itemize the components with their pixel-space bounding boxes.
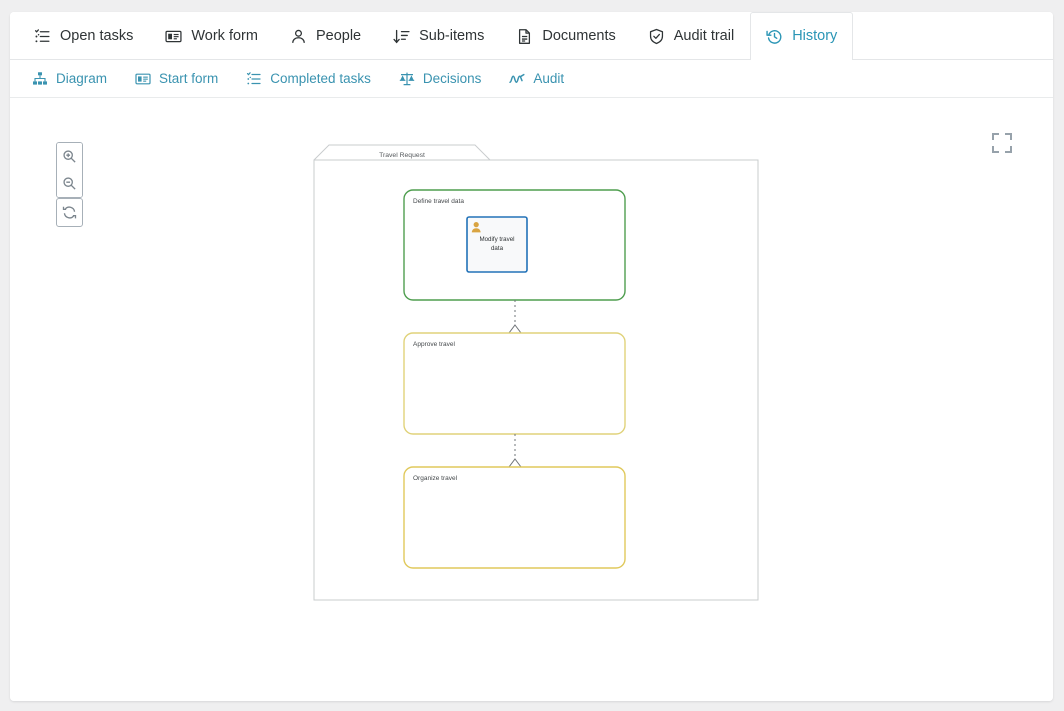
pool-label: Travel Request (379, 152, 425, 159)
stage-organize-travel (403, 466, 626, 569)
shield-check-icon (648, 28, 665, 45)
tab-open-tasks[interactable]: Open tasks (18, 12, 149, 60)
reset-zoom-button[interactable] (57, 199, 82, 226)
subtab-label: Audit (533, 71, 565, 86)
task-label-line1: Modify travel (479, 236, 514, 243)
diagram-canvas[interactable]: Travel Request Define travel data Modify… (10, 98, 1053, 701)
subtab-label: Completed tasks (270, 71, 371, 86)
fullscreen-icon (992, 133, 1012, 153)
stage-label: Approve travel (413, 341, 455, 348)
subtab-label: Decisions (422, 71, 482, 86)
pool-tab-shape (313, 144, 491, 161)
tab-sub-items[interactable]: Sub-items (377, 12, 500, 60)
tab-label: History (792, 28, 838, 45)
zoom-in-icon (63, 150, 76, 163)
reset-refresh-icon (62, 206, 77, 219)
bpmn-diagram[interactable]: Travel Request Define travel data Modify… (303, 143, 773, 633)
subtab-diagram[interactable]: Diagram (18, 60, 121, 97)
pulse-squiggle-icon (509, 71, 525, 87)
tab-label: Sub-items (419, 28, 485, 45)
primary-tabbar: Open tasks Work form People (10, 12, 1053, 60)
form-card-icon (135, 71, 151, 87)
stage-approve-travel (403, 332, 626, 435)
subtab-completed-tasks[interactable]: Completed tasks (232, 60, 385, 97)
form-card-icon (165, 28, 182, 45)
stage-label: Organize travel (413, 475, 458, 482)
scales-icon (399, 71, 415, 87)
subtab-start-form[interactable]: Start form (121, 60, 232, 97)
document-icon (516, 28, 533, 45)
tab-documents[interactable]: Documents (500, 12, 631, 60)
tab-label: Audit trail (673, 28, 735, 45)
person-icon (290, 28, 307, 45)
stage-label: Define travel data (413, 198, 464, 205)
tab-label: Documents (542, 28, 616, 45)
checklist-icon (246, 71, 262, 87)
tab-people[interactable]: People (274, 12, 377, 60)
fullscreen-button[interactable] (991, 132, 1013, 154)
tab-audit-trail[interactable]: Audit trail (632, 12, 750, 60)
tab-history[interactable]: History (750, 12, 854, 60)
sort-descending-icon (393, 28, 410, 45)
secondary-tabbar: Diagram Start form (10, 60, 1053, 98)
tab-label: Open tasks (60, 28, 134, 45)
task-label-line2: data (491, 245, 504, 252)
subtab-label: Diagram (56, 71, 108, 86)
tab-label: Work form (191, 28, 258, 45)
zoom-control-group (56, 142, 83, 198)
zoom-out-button[interactable] (57, 170, 82, 197)
tab-label: People (315, 28, 362, 45)
sitemap-icon (32, 71, 48, 87)
tab-work-form[interactable]: Work form (149, 12, 274, 60)
zoom-in-button[interactable] (57, 143, 82, 170)
reset-control-group (56, 198, 83, 227)
history-clock-icon (766, 28, 783, 45)
zoom-out-icon (63, 177, 76, 190)
user-task-icon (471, 222, 481, 233)
subtab-decisions[interactable]: Decisions (385, 60, 496, 97)
checklist-icon (34, 28, 51, 45)
subtab-label: Start form (159, 71, 219, 86)
subtab-audit[interactable]: Audit (495, 60, 578, 97)
app-card: Open tasks Work form People (10, 12, 1053, 701)
task-modify-travel-data (466, 216, 528, 273)
